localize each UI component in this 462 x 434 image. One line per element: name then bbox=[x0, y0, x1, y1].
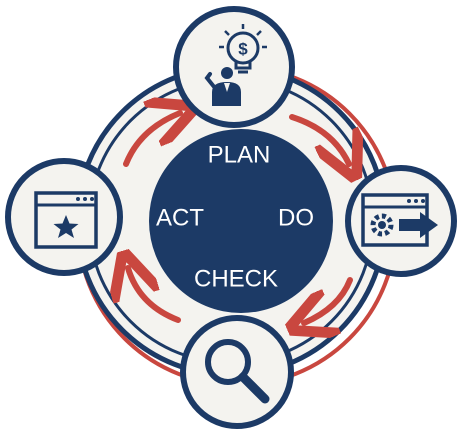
check-node bbox=[180, 315, 294, 429]
arrow-check-to-act bbox=[128, 268, 181, 323]
cycle-arrows bbox=[126, 113, 350, 323]
browser-gear-arrow-icon bbox=[361, 193, 438, 247]
arrow-act-to-plan bbox=[123, 113, 180, 167]
label-check: CHECK bbox=[194, 265, 278, 292]
act-node bbox=[5, 158, 123, 276]
label-plan: PLAN bbox=[208, 141, 271, 168]
label-act: ACT bbox=[156, 204, 204, 231]
do-node bbox=[345, 165, 457, 277]
browser-star-icon bbox=[34, 191, 98, 249]
businessman-idea-lightbulb-icon: $ bbox=[204, 24, 267, 106]
label-do: DO bbox=[278, 204, 314, 231]
center-circle: PLAN DO CHECK ACT bbox=[149, 129, 333, 313]
plan-node: $ bbox=[173, 6, 295, 128]
arrow-plan-to-do bbox=[289, 114, 349, 164]
arrow-do-to-check bbox=[304, 277, 353, 323]
magnifying-glass-icon bbox=[205, 339, 270, 404]
svg-text:$: $ bbox=[238, 39, 248, 58]
